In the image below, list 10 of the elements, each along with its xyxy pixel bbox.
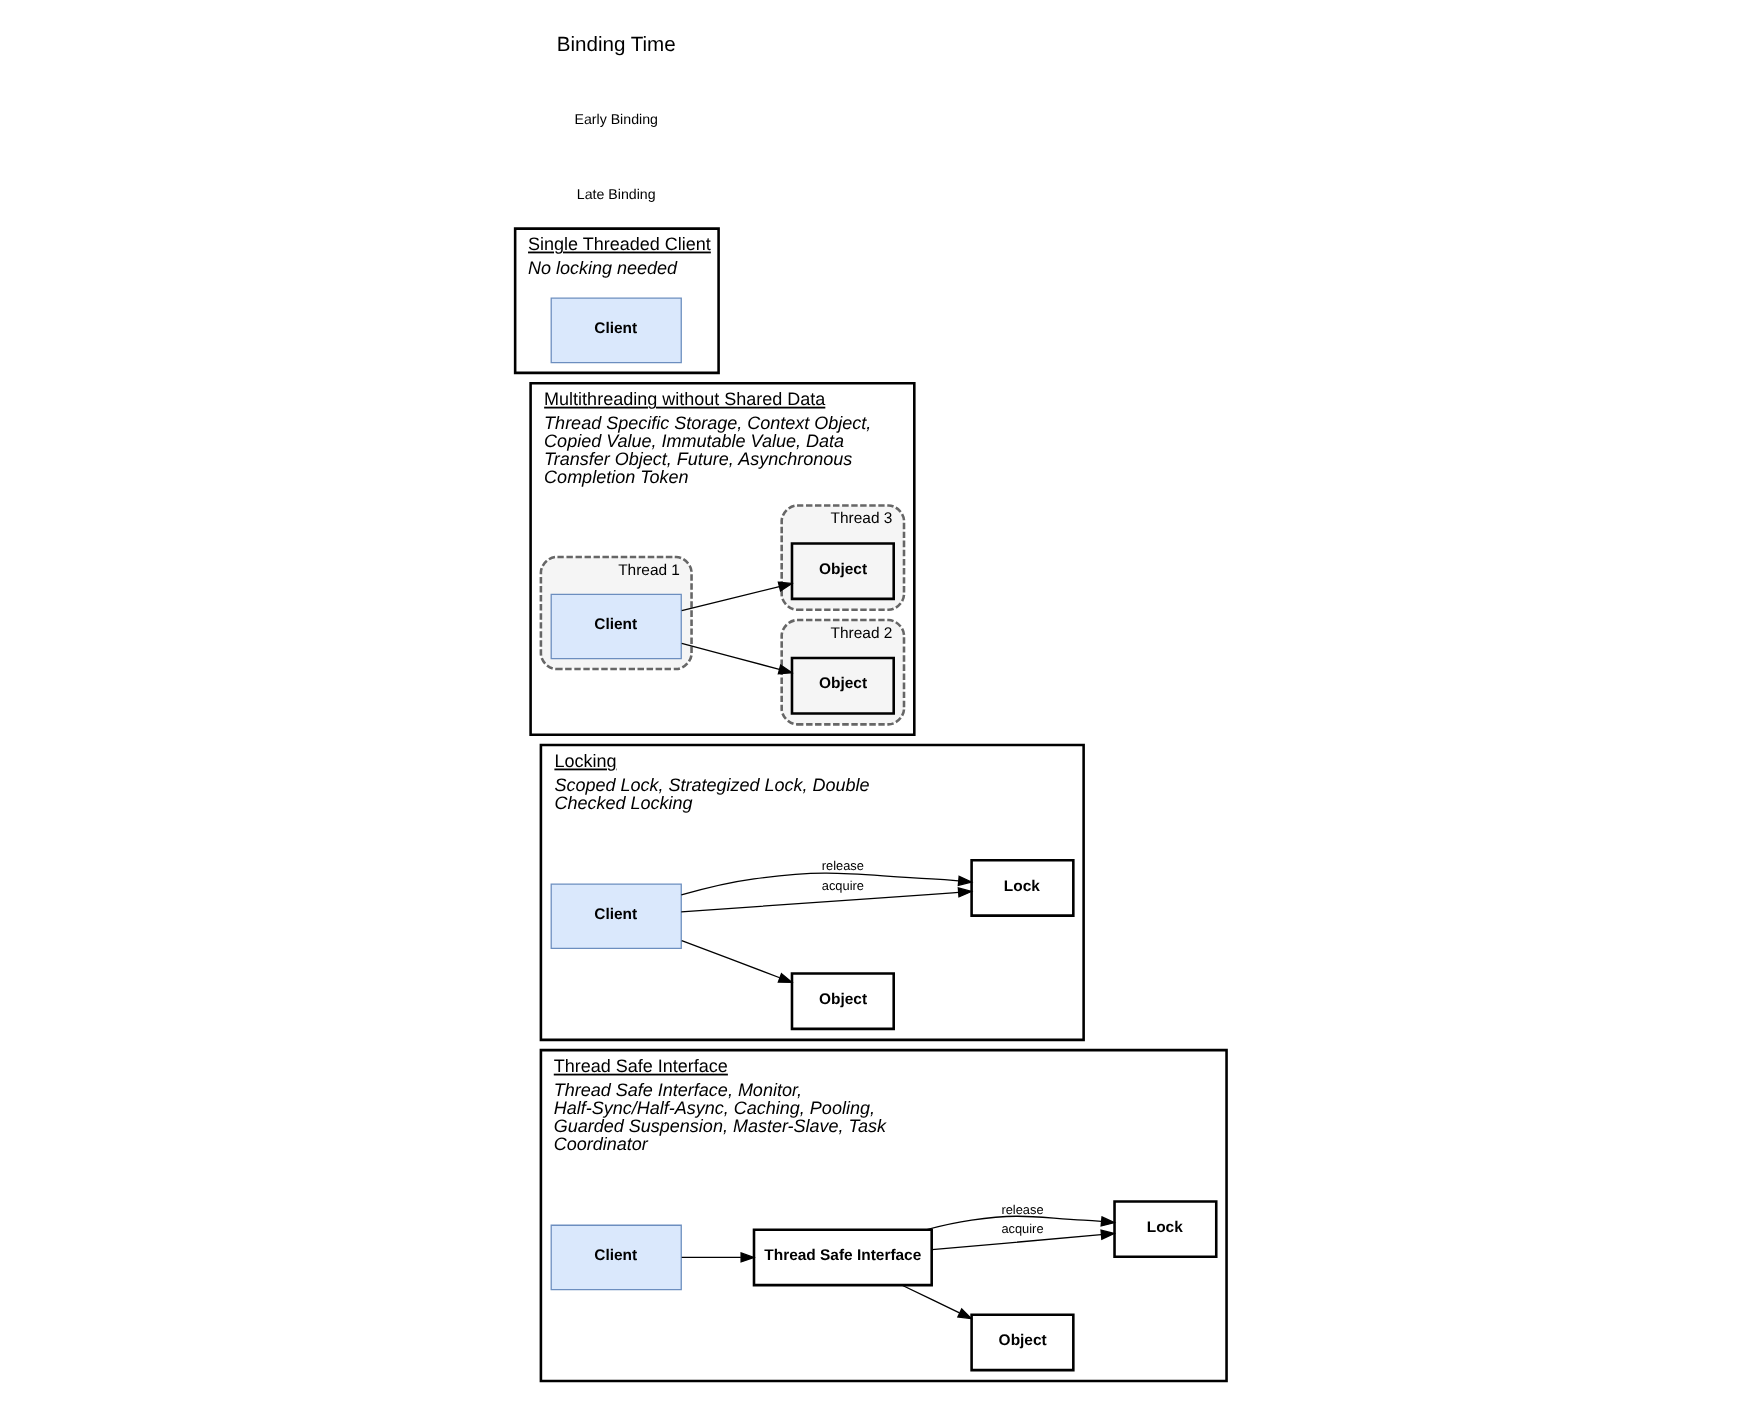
arrow <box>925 1215 1117 1231</box>
arrow <box>680 887 974 913</box>
arrow <box>931 1229 1117 1251</box>
arrow <box>681 1252 756 1263</box>
arrow <box>680 872 974 896</box>
arrow <box>681 642 794 675</box>
arrow <box>681 581 794 612</box>
arrow <box>901 1284 974 1320</box>
label: Binding Time <box>556 34 676 57</box>
arrow <box>681 939 794 984</box>
